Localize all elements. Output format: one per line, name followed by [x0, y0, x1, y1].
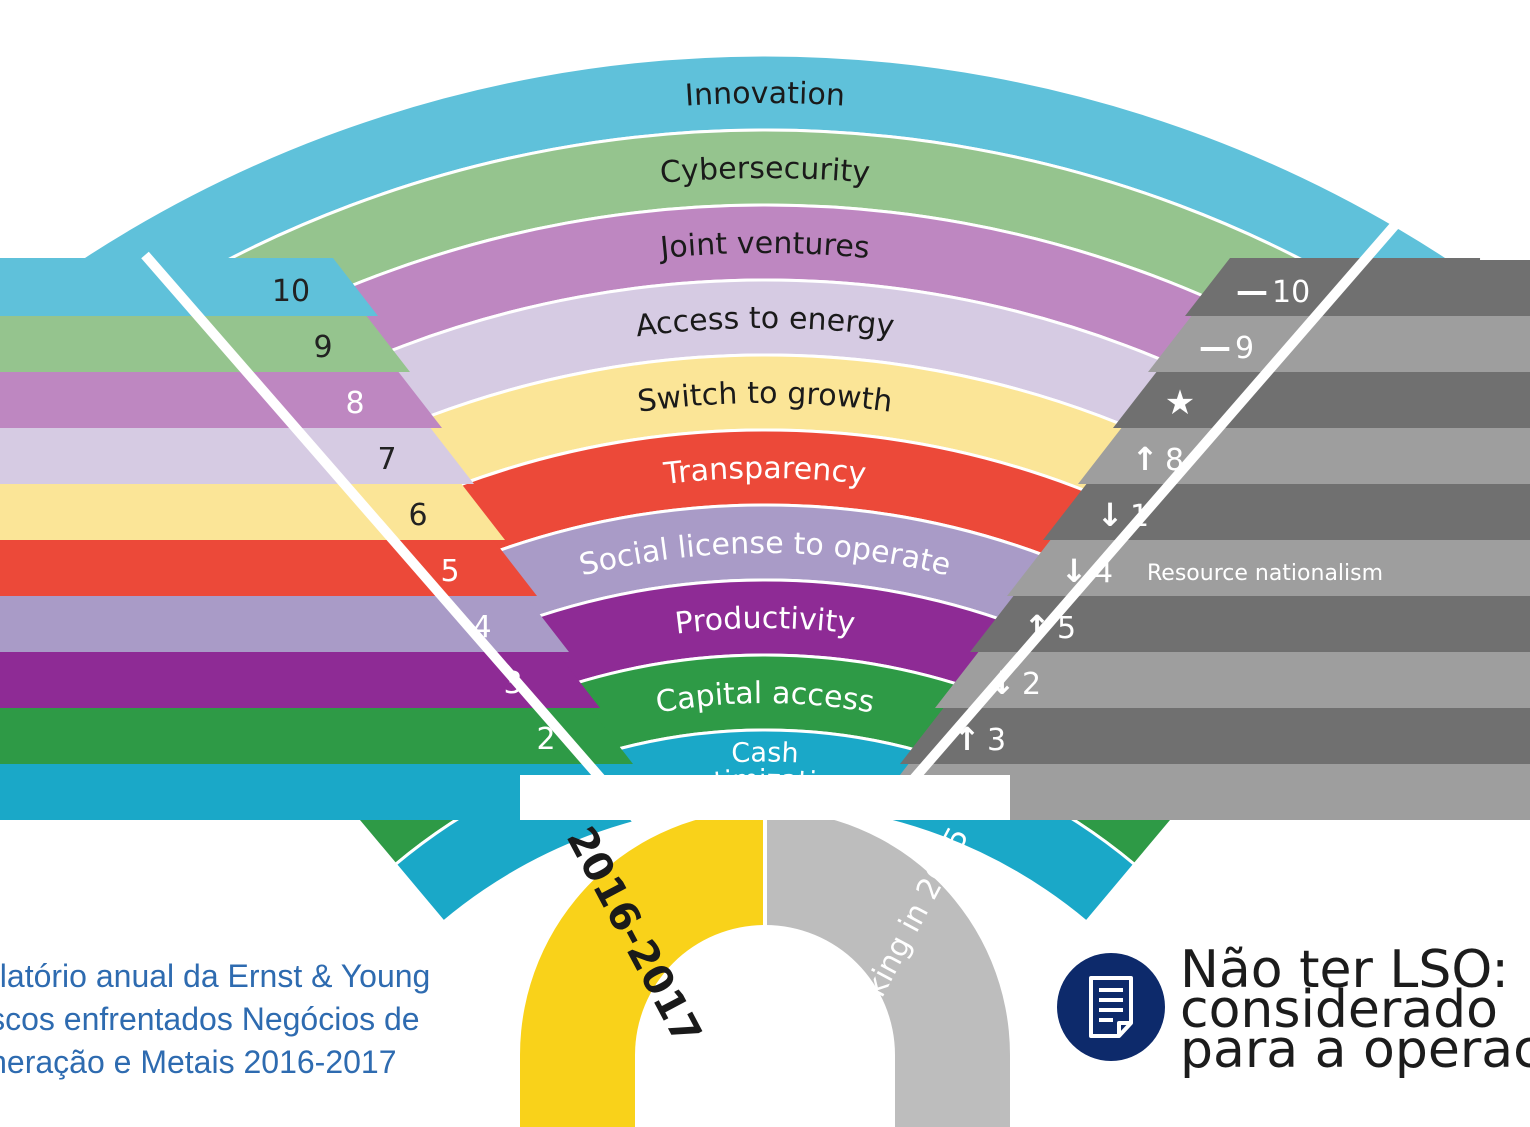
caption-line: ineração e Metais 2016-2017: [0, 1044, 397, 1080]
rank-bar: [0, 594, 569, 652]
note-line: considerado: [1180, 980, 1498, 1040]
ranking-2015-bar: [935, 650, 1530, 708]
rank-bar: [0, 370, 442, 428]
note-line: para a operac: [1180, 1020, 1530, 1080]
ranking-2015-bar: [1007, 538, 1530, 596]
rank-bar: [0, 482, 505, 540]
note-line: Não ter LSO:: [1180, 940, 1509, 1000]
rank-number: 5: [440, 554, 459, 589]
ranking-2015-bar: [1148, 314, 1530, 372]
ranking-2015-bar: [1113, 370, 1530, 428]
resource-nationalism-label: Resource nationalism: [1147, 561, 1383, 586]
ranking-band: [765, 810, 1010, 1055]
caption-line: iscos enfrentados Negócios de: [0, 1001, 420, 1037]
ranking-change-symbol: —: [1236, 272, 1268, 310]
rank-number: 9: [313, 330, 332, 365]
ranking-2015-bar: [1185, 258, 1530, 316]
rank-bar: [0, 314, 410, 372]
ranking-2015-value: 5: [1057, 611, 1076, 646]
note-text: Não ter LSO: considerado para a operac: [1180, 940, 1530, 1080]
ranking-2015-value: 9: [1235, 331, 1254, 366]
ranking-change-symbol: ↓: [1097, 496, 1124, 534]
ranking-2015-bar: [970, 594, 1530, 652]
source-caption: elatório anual da Ernst & Young iscos en…: [0, 955, 537, 1084]
ranking-change-symbol: ★: [1165, 383, 1195, 423]
rank-number: 8: [345, 386, 364, 421]
ranking-2015-value: 10: [1272, 275, 1310, 310]
rank-2016-column: 12345678910: [0, 251, 665, 839]
risk-label: Cash: [731, 737, 800, 769]
rank-number: 7: [377, 442, 396, 477]
risk-label: Joint ventures: [657, 226, 871, 266]
risk-label: Productivity: [673, 601, 857, 642]
rank-bar: [0, 650, 600, 708]
caption-line: elatório anual da Ernst & Young: [0, 958, 431, 994]
rank-number: 10: [272, 274, 310, 309]
rank-bar: [0, 426, 474, 484]
year-band: [520, 810, 765, 1056]
document-icon: [1057, 953, 1165, 1061]
ranking-2015-value: 2: [1022, 667, 1041, 702]
ranking-2015-bar: [865, 762, 1530, 820]
ranking-2015-value: 3: [987, 723, 1006, 758]
rank-bar: [0, 258, 378, 316]
ranking-change-symbol: —: [1199, 328, 1231, 366]
rank-bar: [0, 706, 633, 764]
rank-number: 6: [408, 498, 427, 533]
ranking-2015-bar: [1078, 426, 1530, 484]
ranking-2015-bar: [900, 706, 1530, 764]
ranking-change-symbol: ↑: [1132, 440, 1159, 478]
rank-number: 2: [536, 722, 555, 757]
risk-label: Innovation: [684, 76, 846, 114]
risk-label: Transparency: [661, 451, 868, 492]
rank-bar: [0, 762, 665, 820]
